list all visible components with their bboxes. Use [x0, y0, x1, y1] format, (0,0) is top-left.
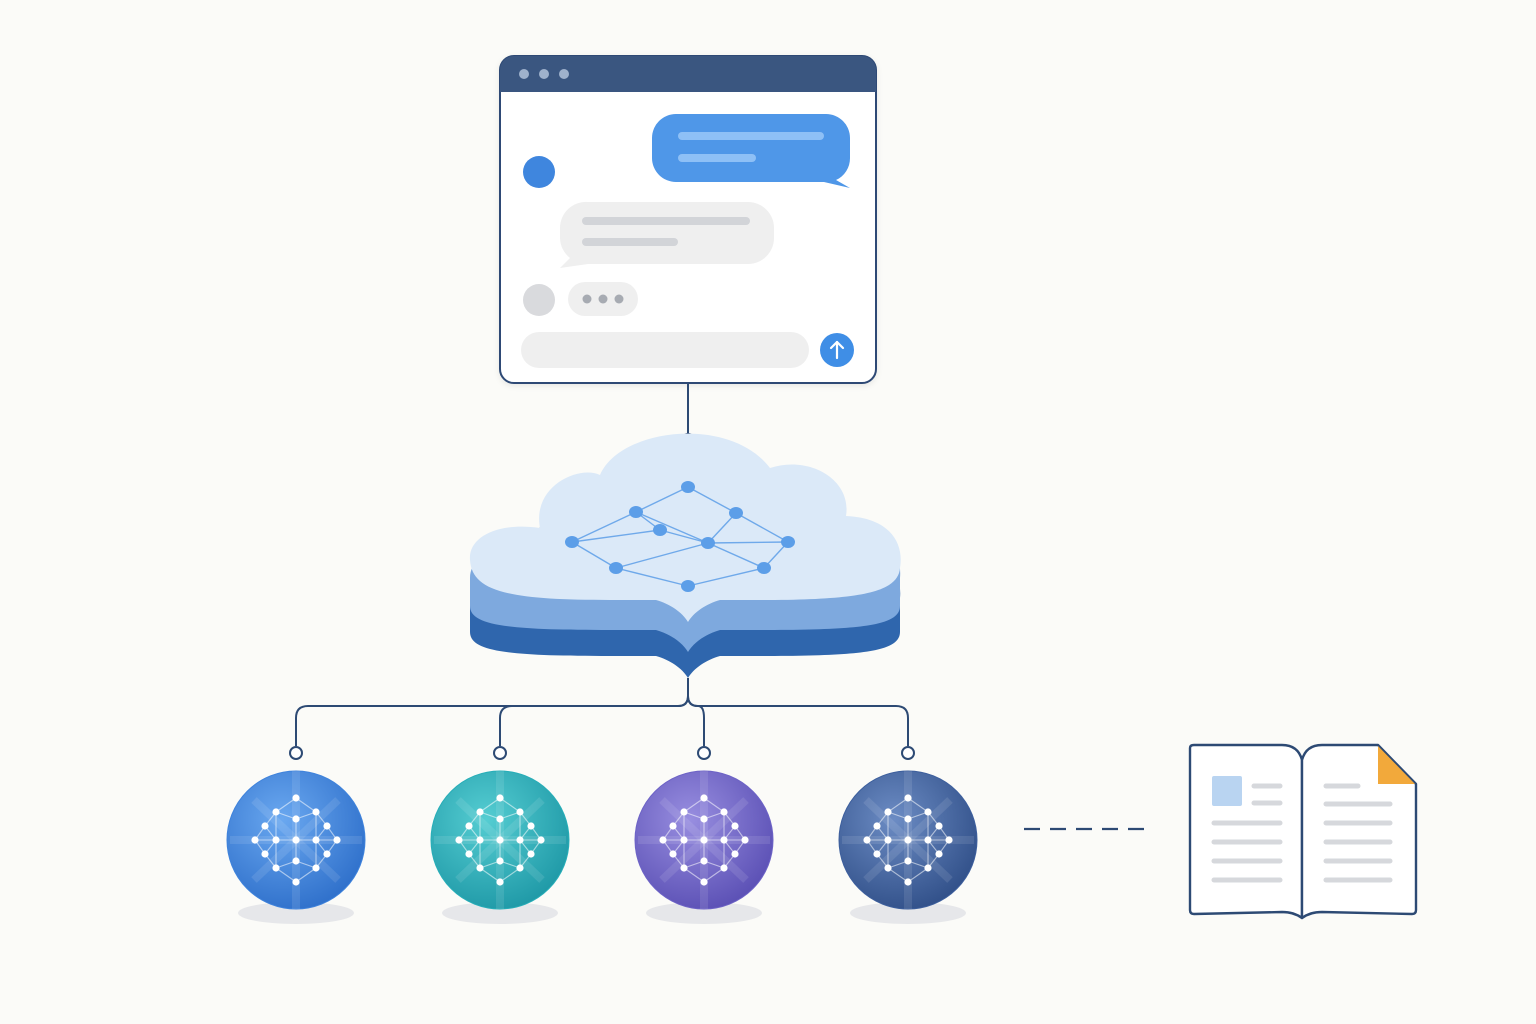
network-edge: [635, 486, 689, 513]
network-node: [729, 507, 743, 519]
model-sphere[interactable]: [226, 770, 366, 924]
send-button[interactable]: [820, 333, 854, 367]
message-input[interactable]: [521, 332, 809, 368]
page-corner-fold: [1378, 746, 1415, 784]
user-message-bubble: [652, 114, 851, 188]
network-edge: [707, 512, 737, 544]
model-spheres: [226, 770, 978, 924]
window-dot[interactable]: [559, 69, 569, 79]
network-edge: [687, 567, 765, 587]
image-placeholder: [1212, 776, 1242, 806]
open-book-icon: [1188, 743, 1418, 920]
chat-window[interactable]: [499, 55, 877, 384]
window-dot[interactable]: [539, 69, 549, 79]
network-edge: [615, 542, 709, 569]
network-node: [681, 580, 695, 592]
network-edge: [571, 529, 661, 543]
user-avatar: [523, 284, 555, 316]
window-titlebar: [500, 56, 876, 92]
model-sphere[interactable]: [838, 770, 978, 924]
assistant-message-bubble: [559, 201, 774, 268]
network-edge: [687, 486, 737, 514]
network-node: [629, 506, 643, 518]
network-edge: [707, 542, 765, 569]
neural-network-sphere-icon: [230, 771, 362, 909]
network-edge: [735, 512, 789, 543]
cloud-top-layer: [469, 433, 901, 622]
neural-network-sphere-icon: [638, 771, 770, 909]
network-node: [565, 536, 579, 548]
network-edge: [615, 567, 689, 587]
sphere-shadow: [442, 902, 558, 924]
network-node: [701, 537, 715, 549]
cloud-network-graph: [565, 481, 795, 592]
sphere-shadow: [646, 902, 762, 924]
model-sphere[interactable]: [634, 770, 774, 924]
window-dot[interactable]: [519, 69, 529, 79]
network-edge: [571, 541, 617, 569]
sphere-shadow: [238, 902, 354, 924]
model-sphere[interactable]: [430, 770, 570, 924]
network-edge: [571, 511, 637, 543]
arrow-up-icon: [829, 340, 845, 360]
cloud-network-icon: [469, 433, 901, 678]
network-node: [653, 524, 667, 536]
network-edge: [635, 511, 709, 544]
connector-cloud-to-models: [289, 678, 915, 760]
network-edge: [659, 529, 709, 544]
network-node: [609, 562, 623, 574]
network-node: [757, 562, 771, 574]
typing-indicator: [568, 282, 638, 316]
network-edge: [707, 541, 789, 544]
network-node: [781, 536, 795, 548]
network-node: [681, 481, 695, 493]
sphere-shadow: [850, 902, 966, 924]
text-lines: [1211, 783, 1393, 883]
neural-network-sphere-icon: [842, 771, 974, 909]
assistant-avatar: [523, 156, 555, 188]
book-left-page: [1188, 743, 1304, 920]
neural-network-sphere-icon: [434, 771, 566, 909]
